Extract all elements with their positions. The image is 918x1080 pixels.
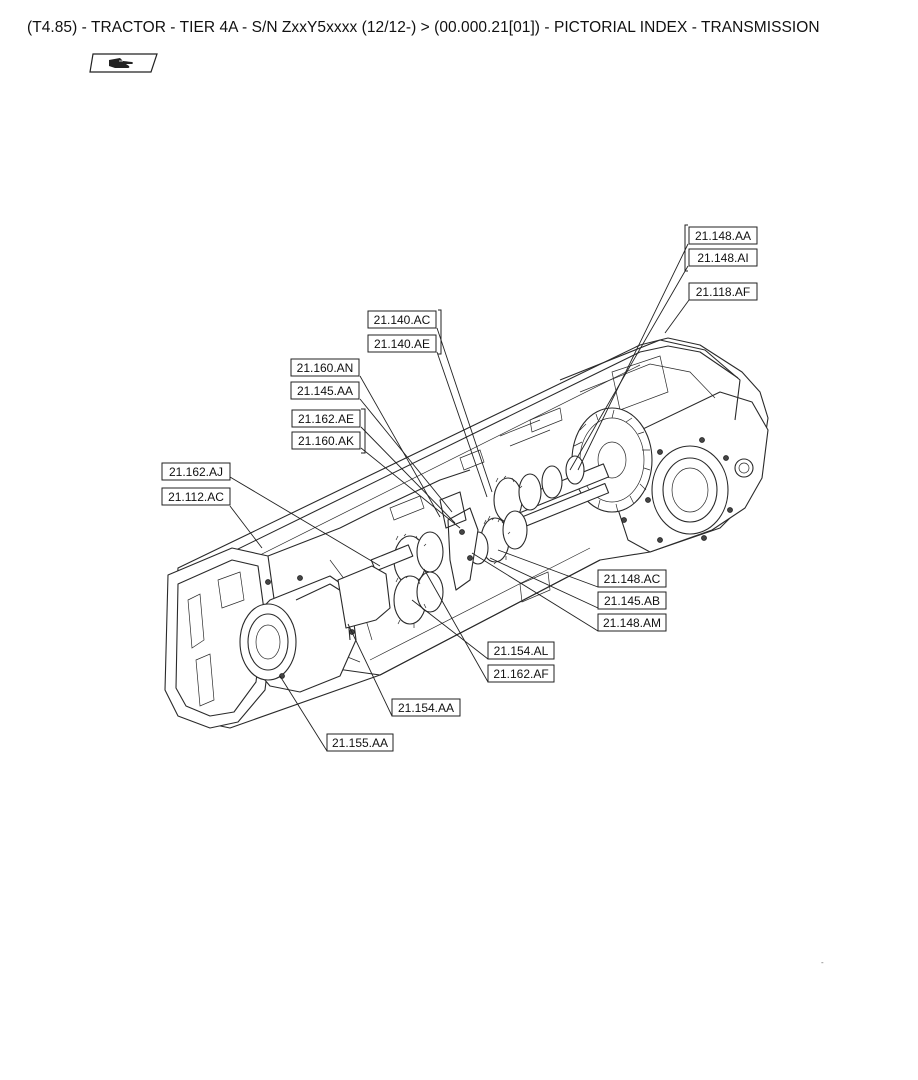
callout-label: 21.154.AA: [398, 701, 454, 715]
callout-21-148-aa[interactable]: 21.148.AA: [688, 226, 758, 245]
callout-21-145-ab[interactable]: 21.145.AB: [597, 591, 667, 610]
callout-label: 21.140.AC: [374, 313, 431, 327]
callout-label: 21.162.AF: [493, 667, 548, 681]
callout-21-140-ae[interactable]: 21.140.AE: [367, 334, 437, 353]
footer-mark: -: [821, 958, 824, 967]
callout-label: 21.160.AK: [298, 434, 354, 448]
nav-button[interactable]: [89, 51, 159, 75]
callout-label: 21.155.AA: [332, 736, 388, 750]
callout-label: 21.145.AB: [604, 594, 660, 608]
callout-21-154-al[interactable]: 21.154.AL: [487, 641, 555, 660]
callout-21-154-aa[interactable]: 21.154.AA: [391, 698, 461, 717]
callout-21-145-aa[interactable]: 21.145.AA: [290, 381, 360, 400]
callout-21-140-ac[interactable]: 21.140.AC: [367, 310, 437, 329]
callout-label: 21.148.AC: [604, 572, 661, 586]
callout-label: 21.145.AA: [297, 384, 353, 398]
callout-21-160-ak[interactable]: 21.160.AK: [291, 431, 361, 450]
callout-21-148-ac[interactable]: 21.148.AC: [597, 569, 667, 588]
callout-21-148-am[interactable]: 21.148.AM: [597, 613, 667, 632]
callout-21-162-af[interactable]: 21.162.AF: [487, 664, 555, 683]
callout-label: 21.140.AE: [374, 337, 430, 351]
callout-label: 21.148.AI: [697, 251, 748, 265]
leader-lines: [229, 243, 690, 752]
callout-21-118-af[interactable]: 21.118.AF: [688, 282, 758, 301]
callout-21-160-an[interactable]: 21.160.AN: [290, 358, 360, 377]
callout-21-155-aa[interactable]: 21.155.AA: [326, 733, 394, 752]
hand-pointing-icon: [89, 53, 158, 73]
callout-label: 21.112.AC: [168, 490, 224, 504]
callout-21-162-aj[interactable]: 21.162.AJ: [161, 462, 231, 481]
callout-label: 21.160.AN: [297, 361, 354, 375]
callout-label: 21.148.AA: [695, 229, 751, 243]
callout-21-148-ai[interactable]: 21.148.AI: [688, 248, 758, 267]
callout-21-162-ae[interactable]: 21.162.AE: [291, 409, 361, 428]
callout-label: 21.118.AF: [696, 285, 750, 299]
callout-label: 21.162.AJ: [169, 465, 223, 479]
callout-label: 21.154.AL: [494, 644, 549, 658]
callout-label: 21.148.AM: [603, 616, 661, 630]
transmission-illustration: [164, 337, 769, 729]
page-title: (T4.85) - TRACTOR - TIER 4A - S/N ZxxY5x…: [27, 19, 820, 36]
callout-label: 21.162.AE: [298, 412, 354, 426]
callout-21-112-ac[interactable]: 21.112.AC: [161, 487, 231, 506]
